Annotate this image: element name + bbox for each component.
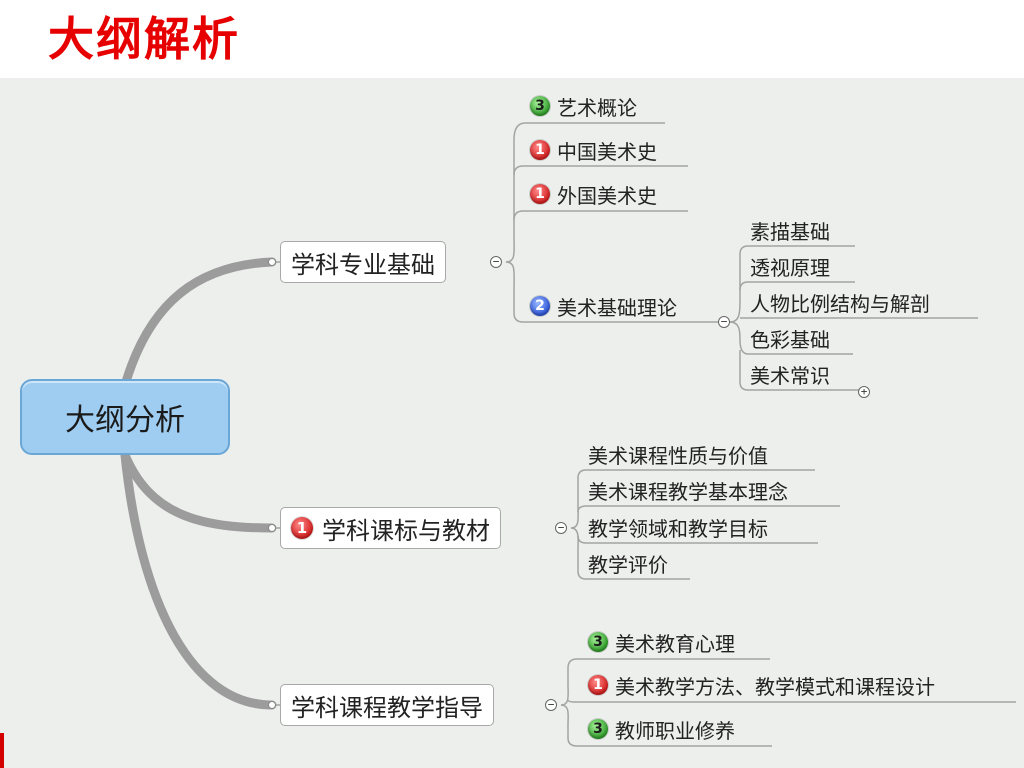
branch-label: 学科专业基础 xyxy=(291,250,435,279)
leaf-node[interactable]: 3 艺术概论 xyxy=(526,93,641,121)
leaf-node[interactable]: 1 外国美术史 xyxy=(526,181,661,209)
collapse-toggle-icon[interactable]: − xyxy=(490,256,502,268)
priority-1-icon: 1 xyxy=(530,184,550,204)
root-connector-1 xyxy=(120,257,277,390)
priority-1-icon: 1 xyxy=(588,675,608,695)
leaf-node[interactable]: 美术课程教学基本理念 xyxy=(588,479,788,504)
branch-node-3[interactable]: 学科课程教学指导 xyxy=(280,684,494,726)
priority-3-icon: 3 xyxy=(530,96,550,116)
page-title: 大纲解析 xyxy=(48,12,240,66)
branch-node-1[interactable]: 学科专业基础 xyxy=(280,241,446,283)
leaf-node[interactable]: 1 中国美术史 xyxy=(526,137,661,165)
slide-edge-mark xyxy=(0,733,4,768)
collapse-toggle-icon[interactable]: − xyxy=(555,522,567,534)
collapse-toggle-icon[interactable]: − xyxy=(718,316,730,328)
root-connector-2 xyxy=(120,450,277,533)
leaf-node[interactable]: 教学评价 xyxy=(588,552,668,577)
root-connector-3 xyxy=(120,450,277,710)
leaf-node[interactable]: 教学领域和教学目标 xyxy=(588,516,768,541)
leaf-node[interactable]: 美术常识 xyxy=(750,363,830,388)
priority-1-icon: 1 xyxy=(530,140,550,160)
leaf-node[interactable]: 色彩基础 xyxy=(750,327,830,352)
priority-3-icon: 3 xyxy=(588,632,608,652)
leaf-node[interactable]: 透视原理 xyxy=(750,255,830,280)
collapse-toggle-icon[interactable]: − xyxy=(545,699,557,711)
branch-label: 学科课标与教材 xyxy=(322,516,490,545)
priority-2-icon: 2 xyxy=(530,296,550,316)
branch-node-2[interactable]: 1 学科课标与教材 xyxy=(280,507,501,549)
leaf-node[interactable]: 3 教师职业修养 xyxy=(584,716,739,744)
leaf-node[interactable]: 素描基础 xyxy=(750,219,830,244)
leaf-node[interactable]: 3 美术教育心理 xyxy=(584,629,739,657)
branch-label: 学科课程教学指导 xyxy=(291,693,483,722)
leaf-node[interactable]: 2 美术基础理论 xyxy=(526,293,681,321)
leaf-node[interactable]: 1 美术教学方法、教学模式和课程设计 xyxy=(584,672,939,700)
expand-toggle-icon[interactable]: + xyxy=(858,386,870,398)
root-node[interactable]: 大纲分析 xyxy=(20,379,230,455)
priority-3-icon: 3 xyxy=(588,719,608,739)
priority-1-icon: 1 xyxy=(291,517,313,539)
leaf-node[interactable]: 人物比例结构与解剖 xyxy=(750,291,930,316)
leaf-node[interactable]: 美术课程性质与价值 xyxy=(588,443,768,468)
